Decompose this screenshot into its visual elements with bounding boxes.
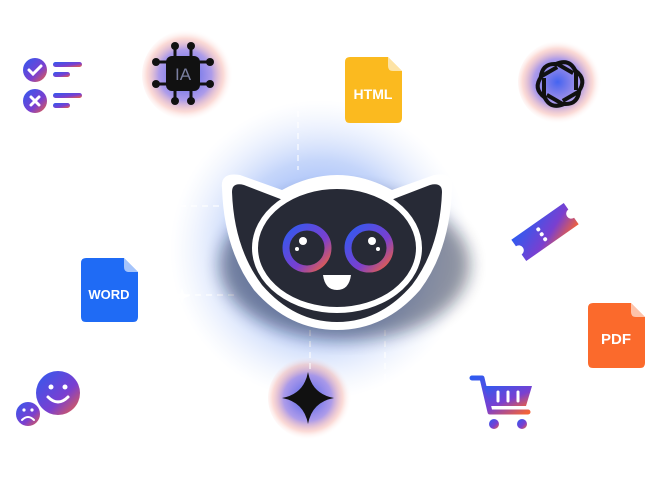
small-sparkle-icon <box>174 288 190 304</box>
word-file-icon: WORD <box>81 258 138 322</box>
mascot-face-ring <box>252 183 422 313</box>
html-file-label: HTML <box>354 86 393 102</box>
mascot <box>220 174 470 340</box>
mascot-head <box>232 184 442 322</box>
checklist-icon <box>23 58 82 113</box>
mascot-right-eye <box>344 223 394 273</box>
pdf-file-icon: PDF <box>588 303 645 368</box>
shopping-cart-icon <box>469 375 532 429</box>
ticket-icon <box>511 202 579 262</box>
ai-chip-icon: IA <box>152 42 214 105</box>
openai-logo-icon <box>535 60 585 108</box>
ai-chip-label: IA <box>175 65 192 84</box>
pdf-file-label: PDF <box>601 331 631 348</box>
mascot-left-eye <box>282 223 332 273</box>
mascot-mouth <box>323 275 351 290</box>
feedback-emoji-icon <box>14 371 80 428</box>
sparkle-icon <box>282 372 334 424</box>
word-file-label: WORD <box>88 287 129 302</box>
openai-glow <box>518 40 606 124</box>
connector-lines <box>140 100 520 401</box>
html-file-icon: HTML <box>345 57 402 123</box>
